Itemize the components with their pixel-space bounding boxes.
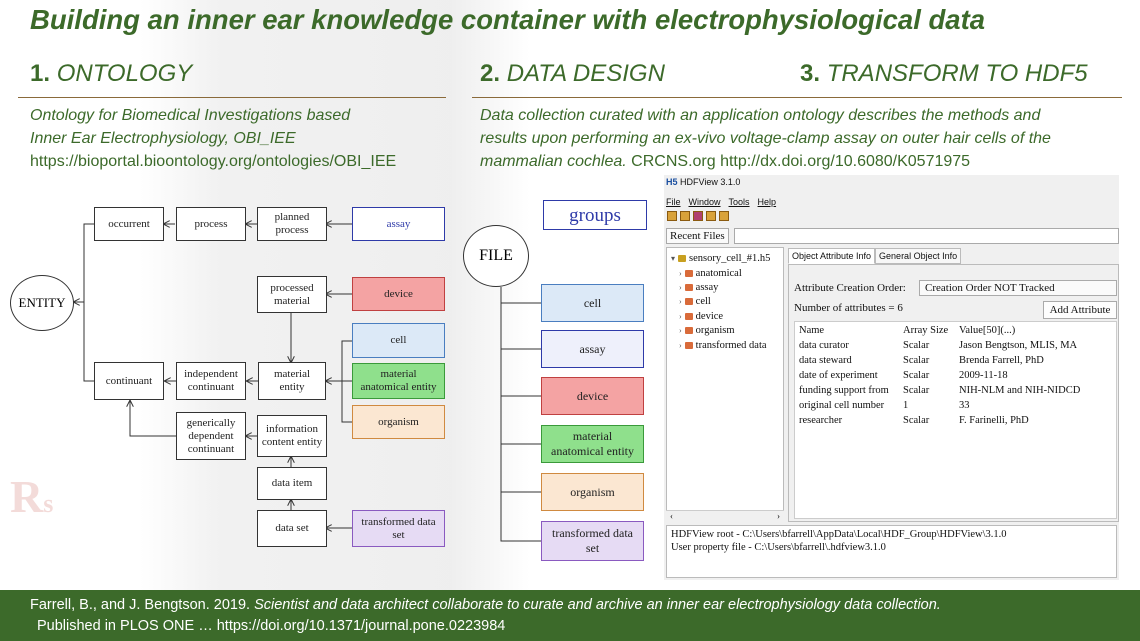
tab-object-attribute-info[interactable]: Object Attribute Info: [788, 248, 876, 264]
tree-item-transformed-data[interactable]: ›transformed data: [679, 340, 767, 351]
hdfview-title: H5 HDFView 3.1.0: [666, 177, 741, 187]
continuant-node: continuant: [94, 362, 164, 400]
group-assay: assay: [541, 330, 644, 368]
hdfview-menubar: File Window Tools Help: [666, 197, 776, 207]
background-rs-watermark: Rs: [10, 471, 54, 522]
h5-icon[interactable]: [706, 211, 716, 221]
ontology-description: Ontology for Biomedical Investigations b…: [30, 104, 396, 173]
hdfview-window: H5 HDFView 3.1.0 File Window Tools Help …: [664, 175, 1119, 580]
group-cell: cell: [541, 284, 644, 322]
doi-link[interactable]: Published in PLOS ONE … https://doi.org/…: [37, 618, 506, 634]
chevron-right-icon[interactable]: ›: [679, 283, 682, 292]
section-ontology-heading: 1. ONTOLOGY: [30, 60, 193, 87]
attribute-table: Name Array Size Value[50](...) data cura…: [794, 321, 1117, 519]
folder-icon: [684, 327, 693, 334]
crcns-doi-link[interactable]: CRCNS.org http://dx.doi.org/10.6080/K057…: [626, 153, 971, 170]
chevron-right-icon[interactable]: ›: [679, 312, 682, 321]
organism-node: organism: [352, 405, 445, 439]
chevron-right-icon[interactable]: ›: [679, 269, 682, 278]
ontology-url-link[interactable]: https://bioportal.bioontology.org/ontolo…: [30, 153, 397, 170]
section-data-design-heading: 2. DATA DESIGN: [480, 60, 665, 87]
tree-item-anatomical[interactable]: ›anatomical: [679, 268, 742, 279]
tree-item-device[interactable]: ›device: [679, 311, 724, 322]
h4-icon[interactable]: [719, 211, 729, 221]
ontology-divider: [18, 97, 446, 98]
tree-item-assay[interactable]: ›assay: [679, 282, 719, 293]
process-node: process: [176, 207, 246, 241]
tree-item-cell[interactable]: ›cell: [679, 296, 711, 307]
assay-node: assay: [352, 207, 445, 241]
h5-file-icon: [678, 255, 687, 262]
occurrent-node: occurrent: [94, 207, 164, 241]
tree-root[interactable]: ▾ sensory_cell_#1.h5: [671, 253, 771, 264]
attribute-creation-order-field[interactable]: Creation Order NOT Tracked: [919, 280, 1117, 296]
recent-files-button[interactable]: Recent Files: [666, 228, 729, 244]
cell-node: cell: [352, 323, 445, 358]
menu-window[interactable]: Window: [688, 197, 721, 207]
file-tree: ▾ sensory_cell_#1.h5 ›anatomical ›assay …: [666, 247, 784, 522]
data-item-node: data item: [257, 467, 327, 500]
data-set-node: data set: [257, 510, 327, 547]
group-device: device: [541, 377, 644, 415]
attribute-creation-order-label: Attribute Creation Order:: [794, 282, 906, 294]
group-organism: organism: [541, 473, 644, 511]
open-folder-icon[interactable]: [680, 211, 690, 221]
file-node: FILE: [463, 225, 529, 287]
folder-icon: [684, 342, 693, 349]
book-icon[interactable]: [693, 211, 703, 221]
menu-tools[interactable]: Tools: [728, 197, 750, 207]
attribute-panel: Attribute Creation Order: Creation Order…: [788, 264, 1119, 522]
groups-label: groups: [543, 200, 647, 230]
tree-horizontal-scrollbar[interactable]: ‹›: [666, 510, 784, 522]
folder-icon: [684, 313, 693, 320]
design-divider: [472, 97, 1122, 98]
section-transform-heading: 3. TRANSFORM TO HDF5: [800, 60, 1088, 87]
device-node: device: [352, 277, 445, 311]
recent-files-field[interactable]: [734, 228, 1119, 244]
menu-file[interactable]: File: [666, 197, 681, 207]
open-file-icon[interactable]: [667, 211, 677, 221]
folder-icon: [684, 298, 693, 305]
chevron-right-icon[interactable]: ›: [679, 326, 682, 335]
folder-icon: [684, 284, 693, 291]
tree-item-organism[interactable]: ›organism: [679, 325, 735, 336]
tab-general-object-info[interactable]: General Object Info: [875, 248, 962, 264]
data-design-description: Data collection curated with an applicat…: [480, 107, 1051, 170]
background-panel: [140, 0, 530, 590]
folder-icon: [684, 270, 693, 277]
chevron-right-icon[interactable]: ›: [679, 297, 682, 306]
add-attribute-button[interactable]: Add Attribute: [1043, 301, 1117, 319]
citation-footer: Farrell, B., and J. Bengtson. 2019. Scie…: [0, 590, 1140, 641]
page-title: Building an inner ear knowledge containe…: [30, 4, 986, 35]
scroll-right-icon[interactable]: ›: [777, 511, 780, 521]
hdfview-status-panel: HDFView root - C:\Users\bfarrell\AppData…: [666, 525, 1117, 578]
menu-help[interactable]: Help: [757, 197, 777, 207]
hdfview-toolbar: [667, 211, 729, 221]
chevron-right-icon[interactable]: ›: [679, 341, 682, 350]
scroll-left-icon[interactable]: ‹: [670, 511, 673, 521]
object-tabs: Object Attribute Info General Object Inf…: [788, 248, 962, 264]
number-of-attributes: Number of attributes = 6: [794, 302, 903, 314]
entity-node: ENTITY: [10, 275, 74, 331]
chevron-down-icon[interactable]: ▾: [671, 254, 676, 263]
